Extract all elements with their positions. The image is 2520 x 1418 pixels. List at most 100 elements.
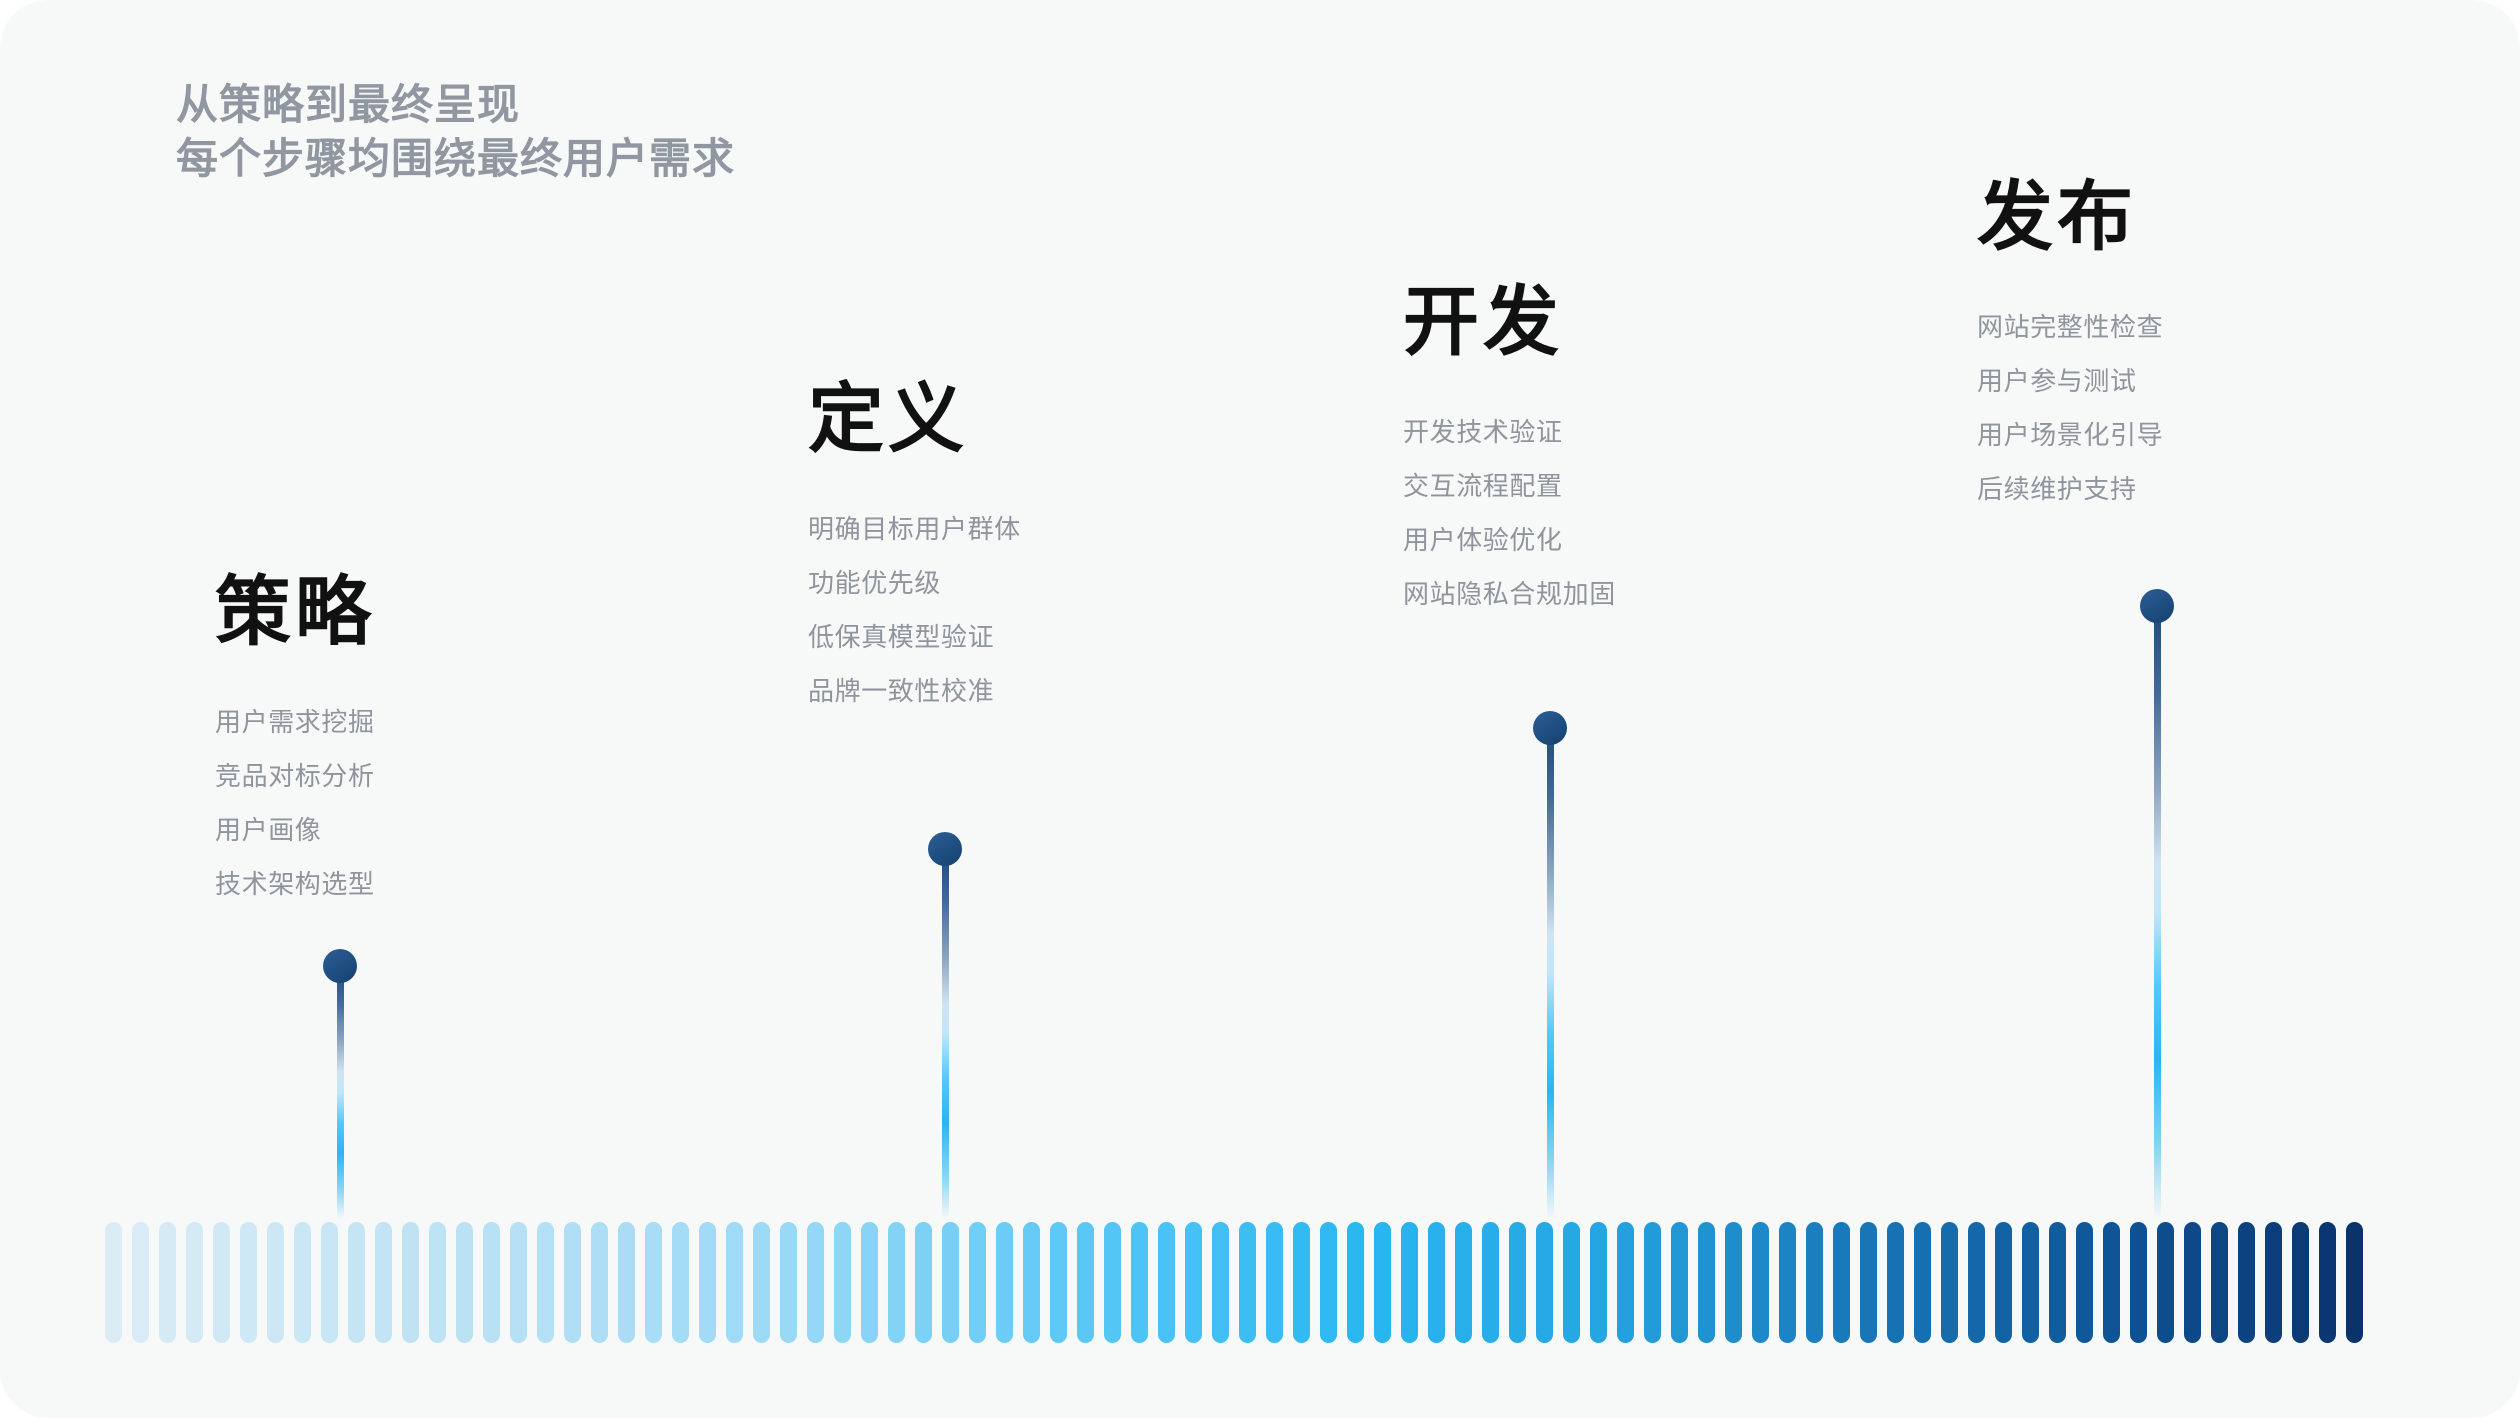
bar-tick: [2292, 1222, 2309, 1343]
pin-dot-icon: [2140, 589, 2174, 623]
bar-tick: [780, 1222, 797, 1343]
bar-tick: [672, 1222, 689, 1343]
bar-tick: [1212, 1222, 1229, 1343]
bar-tick: [456, 1222, 473, 1343]
pin-stem-icon: [336, 966, 344, 1219]
pin-dot-icon: [1533, 711, 1567, 745]
bar-tick: [240, 1222, 257, 1343]
bar-tick: [483, 1222, 500, 1343]
stage-items-develop: 开发技术验证 交互流程配置 用户体验优化 网站隐私合规加固: [1403, 405, 1616, 621]
stage-column-strategy: 策略 用户需求挖掘 竞品对标分析 用户画像 技术架构选型: [215, 575, 375, 911]
bar-tick: [132, 1222, 149, 1343]
bar-tick: [1266, 1222, 1283, 1343]
pin-stem-icon: [1546, 728, 1554, 1219]
bar-tick: [996, 1222, 1013, 1343]
pin-stem-icon: [941, 849, 949, 1219]
bar-tick: [1158, 1222, 1175, 1343]
list-item: 交互流程配置: [1403, 471, 1563, 501]
bar-tick: [2022, 1222, 2039, 1343]
pin-dot-icon: [928, 832, 962, 866]
bar-tick: [2211, 1222, 2228, 1343]
bar-tick: [1104, 1222, 1121, 1343]
list-item: 品牌一致性校准: [808, 676, 995, 706]
stage-column-launch: 发布 网站完整性检查 用户参与测试 用户场景化引导 后续维护支持: [1977, 180, 2163, 516]
bar-tick: [2103, 1222, 2120, 1343]
bar-tick: [1347, 1222, 1364, 1343]
bar-tick: [1374, 1222, 1391, 1343]
list-item: 用户参与测试: [1977, 366, 2137, 396]
bar-tick: [1185, 1222, 1202, 1343]
list-item: 明确目标用户群体: [808, 514, 1021, 544]
bar-tick: [1941, 1222, 1958, 1343]
bar-tick: [2157, 1222, 2174, 1343]
bar-tick: [564, 1222, 581, 1343]
bar-tick: [1563, 1222, 1580, 1343]
bar-tick: [2076, 1222, 2093, 1343]
stage-column-define: 定义 明确目标用户群体 功能优先级 低保真模型验证 品牌一致性校准: [808, 382, 1021, 718]
bar-tick: [1428, 1222, 1445, 1343]
list-item: 网站隐私合规加固: [1403, 579, 1616, 609]
heading-block: 从策略到最终呈现 每个步骤均围绕最终用户需求: [176, 78, 735, 186]
bar-tick: [1752, 1222, 1769, 1343]
bar-tick: [1644, 1222, 1661, 1343]
bar-tick: [1239, 1222, 1256, 1343]
list-item: 低保真模型验证: [808, 622, 995, 652]
bar-tick: [1590, 1222, 1607, 1343]
pin-stem-icon: [2153, 606, 2161, 1219]
stage-items-define: 明确目标用户群体 功能优先级 低保真模型验证 品牌一致性校准: [808, 502, 1021, 718]
bar-tick: [807, 1222, 824, 1343]
stage-title-define: 定义: [808, 377, 968, 462]
bar-tick: [1725, 1222, 1742, 1343]
heading-line-1: 从策略到最终呈现: [176, 81, 521, 128]
bar-tick: [618, 1222, 635, 1343]
bar-tick: [348, 1222, 365, 1343]
bar-tick: [2184, 1222, 2201, 1343]
bar-tick: [1536, 1222, 1553, 1343]
bar-tick: [1293, 1222, 1310, 1343]
bar-tick: [1320, 1222, 1337, 1343]
list-item: 网站完整性检查: [1977, 312, 2164, 342]
bar-tick: [1968, 1222, 1985, 1343]
bar-tick: [2130, 1222, 2147, 1343]
bar-tick: [1833, 1222, 1850, 1343]
stage-items-strategy: 用户需求挖掘 竞品对标分析 用户画像 技术架构选型: [215, 695, 375, 911]
bar-tick: [942, 1222, 959, 1343]
bar-tick: [2049, 1222, 2066, 1343]
bar-tick: [1077, 1222, 1094, 1343]
list-item: 后续维护支持: [1977, 474, 2137, 504]
bar-tick: [2238, 1222, 2255, 1343]
bar-tick: [375, 1222, 392, 1343]
bar-tick: [1860, 1222, 1877, 1343]
bar-tick: [753, 1222, 770, 1343]
heading-line-2: 每个步骤均围绕最终用户需求: [176, 134, 736, 182]
bar-tick: [159, 1222, 176, 1343]
bar-tick: [1401, 1222, 1418, 1343]
bar-tick: [645, 1222, 662, 1343]
list-item: 用户体验优化: [1403, 525, 1563, 555]
bar-tick: [1887, 1222, 1904, 1343]
bar-tick: [699, 1222, 716, 1343]
bar-tick: [1914, 1222, 1931, 1343]
bar-tick: [1671, 1222, 1688, 1343]
bar-tick: [1455, 1222, 1472, 1343]
bar-tick: [1050, 1222, 1067, 1343]
bar-tick: [969, 1222, 986, 1343]
bar-tick: [294, 1222, 311, 1343]
bar-tick: [2346, 1222, 2363, 1343]
bar-tick: [267, 1222, 284, 1343]
pin-dot-icon: [323, 949, 357, 983]
bar-tick: [1779, 1222, 1796, 1343]
bar-tick: [1509, 1222, 1526, 1343]
stage-column-develop: 开发 开发技术验证 交互流程配置 用户体验优化 网站隐私合规加固: [1403, 285, 1616, 621]
bar-tick: [915, 1222, 932, 1343]
bar-tick: [726, 1222, 743, 1343]
list-item: 用户场景化引导: [1977, 420, 2164, 450]
bar-tick: [186, 1222, 203, 1343]
bar-tick: [888, 1222, 905, 1343]
bar-tick: [537, 1222, 554, 1343]
bar-tick: [321, 1222, 338, 1343]
bar-tick: [591, 1222, 608, 1343]
list-item: 用户需求挖掘: [215, 707, 375, 737]
